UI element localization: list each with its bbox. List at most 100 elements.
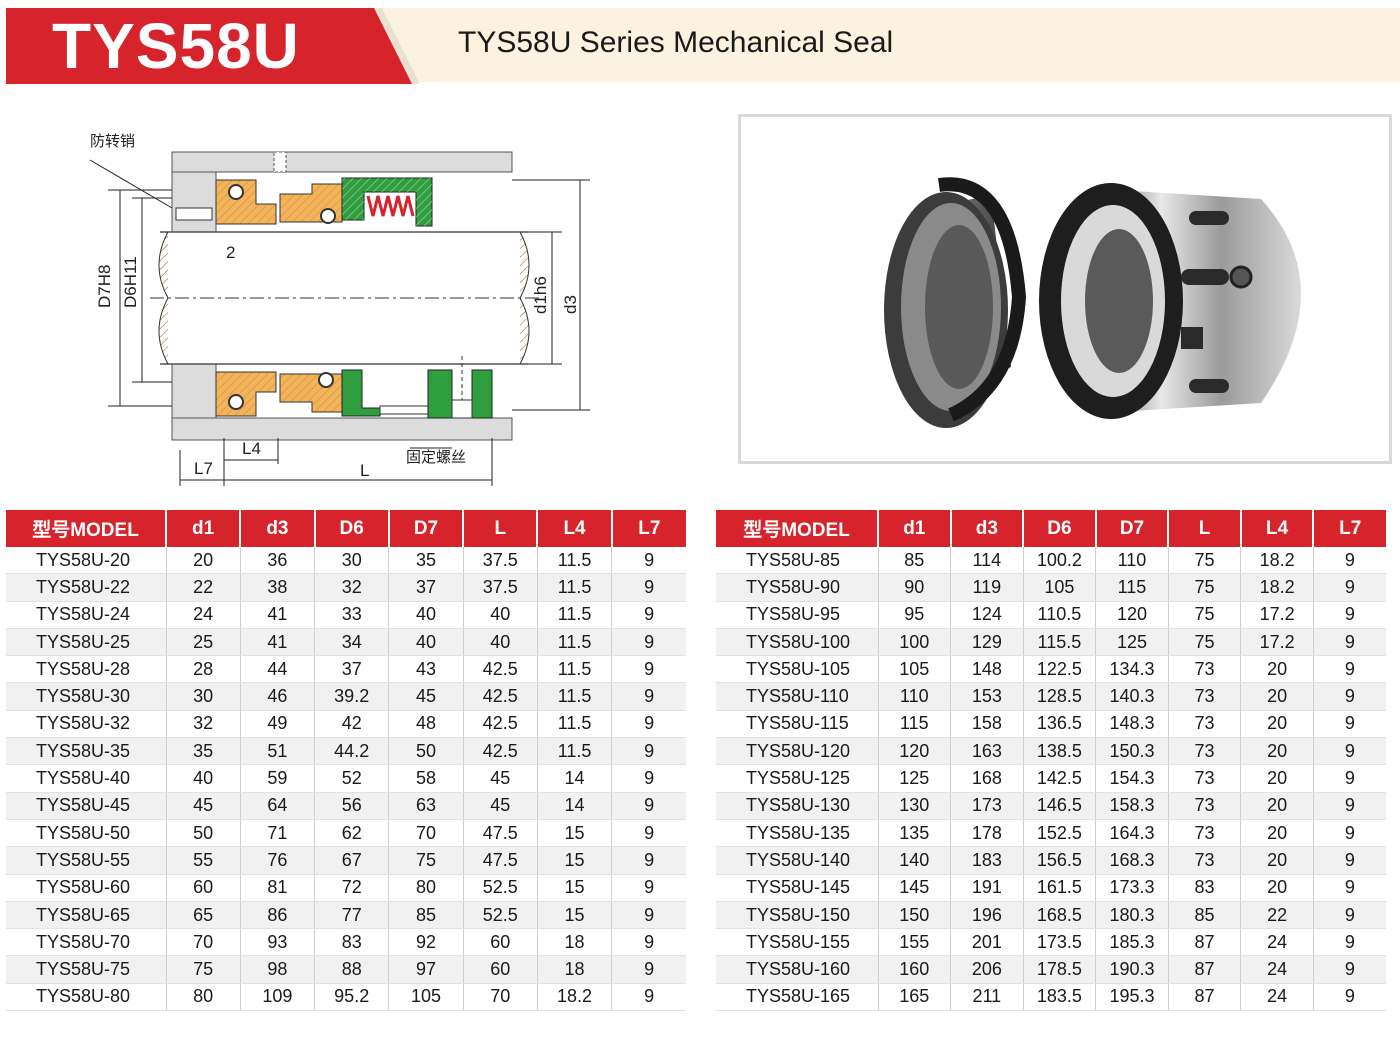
label-d1h6: d1h6 xyxy=(531,276,550,314)
value-cell: 115.5 xyxy=(1022,628,1096,657)
model-cell: TYS58U-155 xyxy=(716,928,878,957)
value-cell: 75 xyxy=(165,955,241,984)
value-cell: 122.5 xyxy=(1022,655,1096,684)
value-cell: 11.5 xyxy=(536,628,612,657)
value-cell: 124 xyxy=(950,601,1024,629)
value-cell: 70 xyxy=(462,983,538,1012)
value-cell: 146.5 xyxy=(1022,792,1096,820)
value-cell: 42.5 xyxy=(462,682,538,711)
value-cell: 24 xyxy=(1240,983,1314,1012)
value-cell: 110.5 xyxy=(1022,601,1096,629)
label-d7h8: D7H8 xyxy=(95,265,114,308)
model-cell: TYS58U-70 xyxy=(6,928,166,957)
value-cell: 28 xyxy=(165,655,241,684)
value-cell: 40 xyxy=(388,628,464,657)
value-cell: 9 xyxy=(611,928,686,957)
model-cell: TYS58U-125 xyxy=(716,764,878,793)
value-cell: 9 xyxy=(1312,710,1386,739)
value-cell: 195.3 xyxy=(1095,983,1169,1012)
product-photo xyxy=(884,177,1301,428)
value-cell: 52 xyxy=(314,764,389,793)
value-cell: 41 xyxy=(239,601,315,629)
value-cell: 155 xyxy=(877,928,951,957)
value-cell: 87 xyxy=(1167,928,1241,957)
value-cell: 47.5 xyxy=(462,846,538,875)
value-cell: 60 xyxy=(165,874,241,902)
value-cell: 9 xyxy=(611,547,686,575)
model-cell: TYS58U-22 xyxy=(6,573,166,602)
value-cell: 9 xyxy=(611,955,686,984)
value-cell: 49 xyxy=(239,710,315,739)
column-header: d1 xyxy=(164,510,241,547)
model-cell: TYS58U-150 xyxy=(716,901,878,930)
value-cell: 24 xyxy=(1240,928,1314,957)
model-cell: TYS58U-20 xyxy=(6,547,166,575)
dimension-lines xyxy=(89,159,590,486)
value-cell: 83 xyxy=(1167,874,1241,902)
model-cell: TYS58U-160 xyxy=(716,955,878,984)
model-cell: TYS58U-100 xyxy=(716,628,878,657)
value-cell: 158 xyxy=(950,710,1024,739)
value-cell: 75 xyxy=(388,846,464,875)
value-cell: 33 xyxy=(314,601,389,629)
value-cell: 50 xyxy=(388,737,464,766)
value-cell: 87 xyxy=(1167,983,1241,1012)
value-cell: 70 xyxy=(165,928,241,957)
value-cell: 9 xyxy=(1312,682,1386,711)
model-cell: TYS58U-55 xyxy=(6,846,166,875)
value-cell: 38 xyxy=(239,573,315,602)
value-cell: 9 xyxy=(1312,983,1386,1012)
value-cell: 71 xyxy=(239,819,315,848)
value-cell: 168 xyxy=(950,764,1024,793)
value-cell: 17.2 xyxy=(1240,628,1314,657)
value-cell: 136.5 xyxy=(1022,710,1096,739)
value-cell: 201 xyxy=(950,928,1024,957)
value-cell: 20 xyxy=(1240,710,1314,739)
model-cell: TYS58U-30 xyxy=(6,682,166,711)
value-cell: 18.2 xyxy=(1240,547,1314,575)
value-cell: 45 xyxy=(462,764,538,793)
value-cell: 45 xyxy=(388,682,464,711)
model-cell: TYS58U-32 xyxy=(6,710,166,739)
value-cell: 154.3 xyxy=(1095,764,1169,793)
header-banner: TYS58U TYS58U Series Mechanical Seal xyxy=(0,0,1400,92)
value-cell: 125 xyxy=(877,764,951,793)
value-cell: 24 xyxy=(1240,955,1314,984)
value-cell: 30 xyxy=(165,682,241,711)
value-cell: 60 xyxy=(462,928,538,957)
header-red-tab xyxy=(6,8,416,84)
header-cream-band xyxy=(380,8,1400,82)
value-cell: 59 xyxy=(239,764,315,793)
value-cell: 42.5 xyxy=(462,737,538,766)
value-cell: 9 xyxy=(1312,547,1386,575)
value-cell: 105 xyxy=(1022,573,1096,602)
value-cell: 173.3 xyxy=(1095,874,1169,902)
value-cell: 183.5 xyxy=(1022,983,1096,1012)
value-cell: 110 xyxy=(1095,547,1169,575)
value-cell: 9 xyxy=(1312,874,1386,902)
value-cell: 18 xyxy=(536,928,612,957)
value-cell: 20 xyxy=(165,547,241,575)
value-cell: 120 xyxy=(877,737,951,766)
column-header: L xyxy=(462,510,538,547)
column-header: L7 xyxy=(610,510,686,547)
value-cell: 130 xyxy=(877,792,951,820)
value-cell: 191 xyxy=(950,874,1024,902)
value-cell: 20 xyxy=(1240,874,1314,902)
value-cell: 9 xyxy=(611,655,686,684)
value-cell: 73 xyxy=(1167,737,1241,766)
model-cell: TYS58U-45 xyxy=(6,792,166,820)
